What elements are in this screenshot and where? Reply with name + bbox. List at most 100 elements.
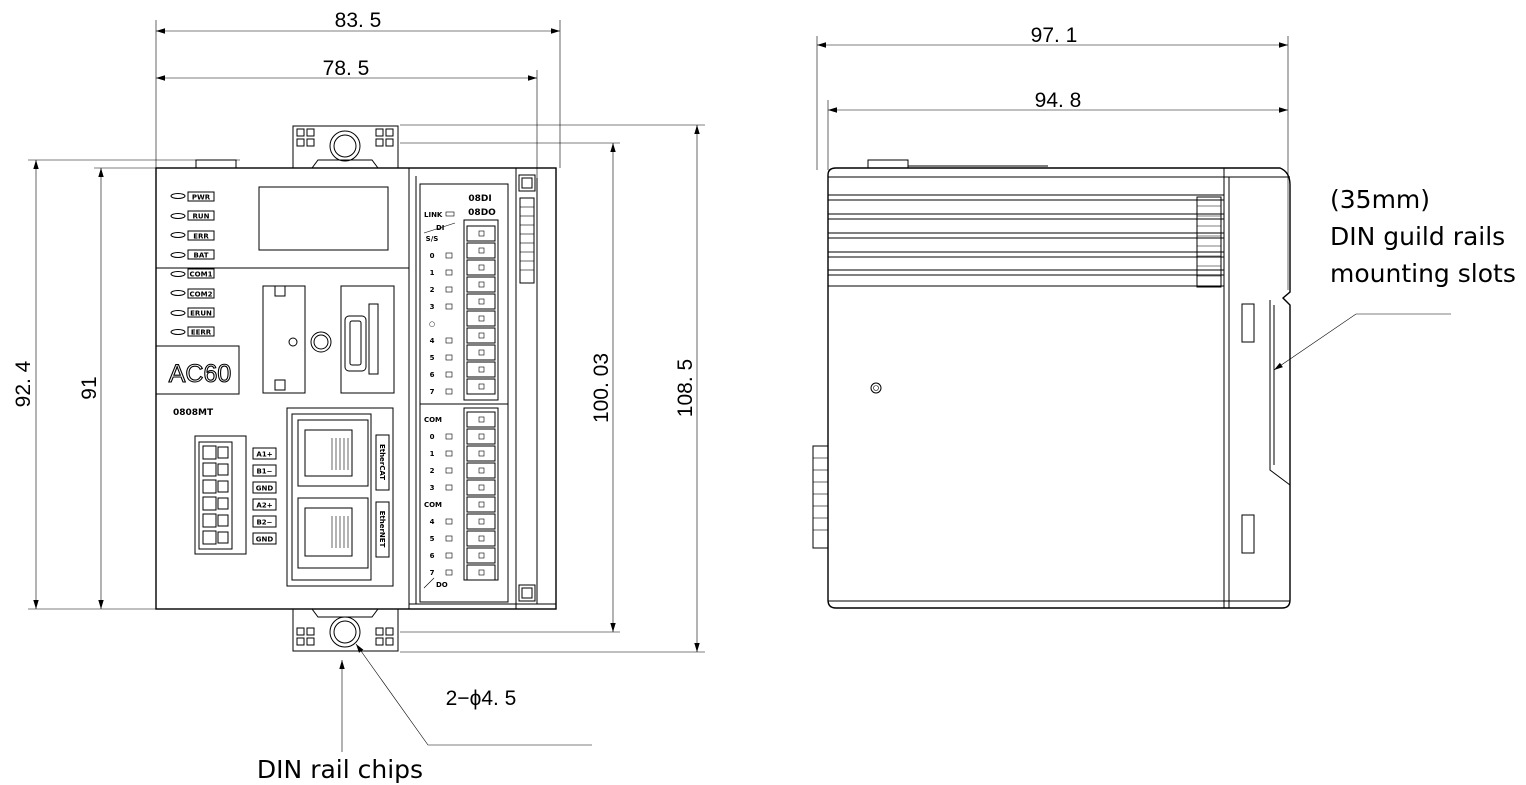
do-row: 3	[430, 479, 496, 496]
terminal-label: B1−	[256, 468, 272, 476]
led-label: PWR	[192, 194, 211, 202]
led-indicator-list: PWR RUN ERR BAT COM1 COM2 ERUN EERR	[170, 191, 215, 337]
led-indicator: ERUN	[170, 307, 215, 318]
top-latch	[195, 159, 237, 169]
front-view: 83. 5 78. 5 92. 4 91 100. 03	[12, 9, 705, 784]
rail-note-line-3: mounting slots	[1330, 259, 1516, 288]
side-view: 97. 1 94. 8	[812, 24, 1516, 609]
do-row: COM	[424, 411, 496, 428]
ethercat-label: EtherCAT	[378, 444, 386, 480]
terminal-label: GND	[256, 485, 274, 493]
di-row-label: 3	[430, 303, 435, 311]
led-indicator: EERR	[170, 326, 215, 337]
dimension-overall-depth: 97. 1	[816, 24, 1289, 290]
screw-icon	[870, 382, 882, 394]
do-row: 0	[430, 428, 496, 445]
terminal-label: A2+	[256, 502, 272, 510]
do-row-label: 4	[430, 518, 435, 526]
dimension-overall-height: 108. 5	[400, 124, 705, 653]
di-row: 7	[430, 378, 496, 396]
do-row: 4	[430, 513, 496, 530]
led-indicator: RUN	[170, 210, 215, 221]
din-rail-chips-label: DIN rail chips	[257, 755, 423, 784]
side-pins	[812, 445, 829, 549]
do-row: 1	[430, 445, 496, 462]
do-row: COM	[424, 496, 496, 513]
do-row: 5	[430, 530, 496, 547]
cooling-fins	[828, 194, 1224, 276]
memory-card-slot	[262, 285, 395, 394]
serial-terminal-block: A1+ B1− GND A2+ B2− GND	[194, 435, 277, 555]
do-row-list: COM 0 1 2 3 COM 4 5 6 7	[424, 411, 496, 581]
display-window	[258, 186, 389, 251]
led-indicator: ERR	[170, 230, 215, 241]
bottom-din-clip	[292, 608, 399, 652]
do-row-label: 7	[430, 569, 435, 577]
rail-note-line-1: (35mm)	[1330, 185, 1430, 214]
di-row-label: 7	[430, 388, 435, 396]
dimension-rail-height: 100. 03	[400, 142, 620, 633]
do-row-label: COM	[424, 416, 442, 424]
terminal-label: GND	[256, 536, 274, 544]
vent-grille	[1196, 196, 1222, 288]
do-label: DO	[436, 581, 448, 589]
top-din-clip	[292, 125, 399, 169]
di-row-label: ○	[429, 320, 435, 328]
dimension-label: 92. 4	[12, 360, 35, 407]
side-connector	[518, 174, 536, 602]
led-label: COM2	[190, 291, 213, 299]
di-row: 2	[430, 276, 496, 294]
din-rail-mount	[1241, 300, 1291, 554]
di-row: 4	[430, 327, 496, 345]
dimension-body-height: 91	[78, 167, 156, 609]
dimension-total-height: 92. 4	[12, 159, 240, 610]
do-row-label: 0	[430, 433, 435, 441]
dimension-label: 91	[78, 376, 101, 399]
do-row: 2	[430, 462, 496, 479]
terminal-label: B2−	[256, 519, 272, 527]
brand-box	[155, 345, 240, 395]
led-label: COM1	[190, 271, 213, 279]
ethernet-label: EtherNET	[378, 511, 386, 548]
di-row: S/S	[426, 225, 496, 243]
side-top-latch	[867, 159, 909, 169]
rail-slot-leader	[1273, 313, 1451, 371]
di-row: 0	[430, 242, 496, 260]
led-label: ERUN	[190, 310, 212, 318]
di-row-label: S/S	[426, 235, 439, 243]
di-row: 1	[430, 259, 496, 277]
led-indicator: COM1	[170, 268, 215, 279]
terminal-label: A1+	[256, 451, 272, 459]
model-label: 0808MT	[173, 408, 214, 418]
dimension-label: 97. 1	[1031, 24, 1078, 47]
io-header-do: 08DO	[468, 208, 496, 218]
do-row-label: 6	[430, 552, 435, 560]
di-row: 5	[430, 344, 496, 362]
brand-logo: AC60	[169, 360, 232, 388]
io-module: 08DI 08DO LINK DI DO S/S 0 1 2 3 ○ 4 5 6	[419, 183, 509, 603]
di-row-list: S/S 0 1 2 3 ○ 4 5 6 7	[426, 225, 496, 396]
do-row-label: 2	[430, 467, 435, 475]
do-row-label: 5	[430, 535, 435, 543]
di-row: 6	[430, 361, 496, 379]
di-row: ○	[429, 310, 496, 328]
dimension-overall-width: 83. 5	[155, 9, 561, 168]
rail-note-line-2: DIN guild rails	[1330, 222, 1505, 251]
do-row-label: 1	[430, 450, 435, 458]
dimension-label: 108. 5	[674, 359, 697, 417]
led-label: ERR	[193, 233, 209, 241]
dimension-body-depth: 94. 8	[827, 89, 1288, 170]
link-label: LINK	[424, 211, 443, 219]
led-indicator: COM2	[170, 288, 215, 299]
do-row: 6	[430, 547, 496, 564]
dimension-body-width: 78. 5	[156, 57, 538, 178]
di-row-label: 1	[430, 269, 435, 277]
led-label: BAT	[194, 252, 209, 260]
led-indicator: PWR	[170, 191, 215, 202]
di-row-label: 0	[430, 252, 435, 260]
dimension-label: 100. 03	[590, 353, 613, 423]
led-label: EERR	[191, 329, 212, 337]
side-body-outline	[827, 167, 1291, 609]
di-row-label: 4	[430, 337, 435, 345]
